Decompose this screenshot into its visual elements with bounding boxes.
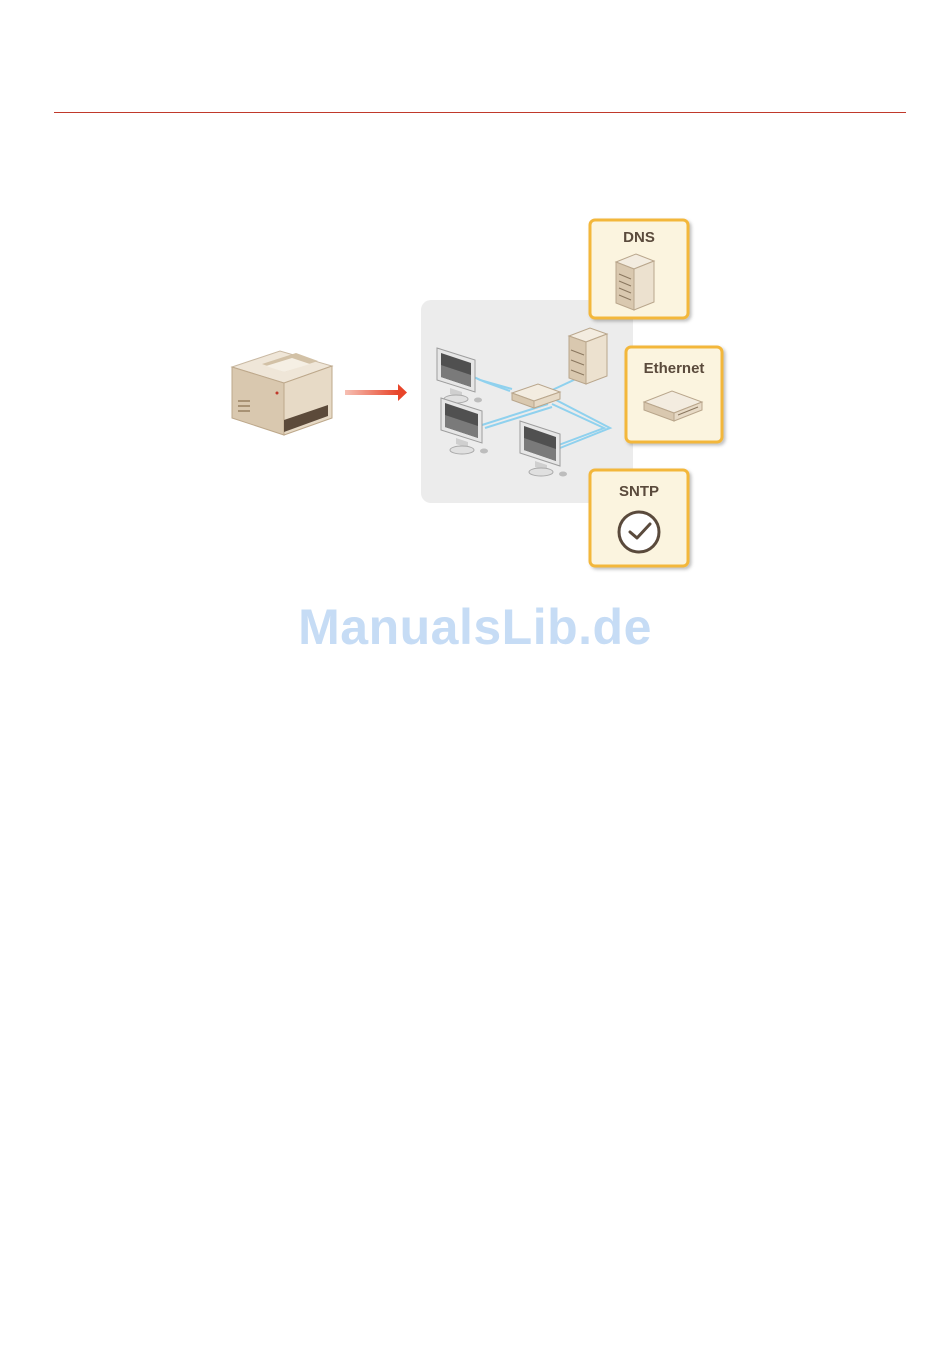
- printer-icon: [232, 351, 332, 435]
- server-icon: [616, 254, 654, 310]
- arrow-icon: [345, 384, 407, 401]
- network-diagram: DNS Ethernet SNTP: [0, 0, 950, 700]
- clock-icon: [619, 512, 659, 552]
- watermark: ManualsLib.de: [0, 598, 950, 656]
- sntp-label: SNTP: [619, 483, 659, 500]
- ethernet-label: Ethernet: [644, 360, 705, 377]
- server-icon: [569, 328, 607, 384]
- dns-label: DNS: [623, 229, 655, 246]
